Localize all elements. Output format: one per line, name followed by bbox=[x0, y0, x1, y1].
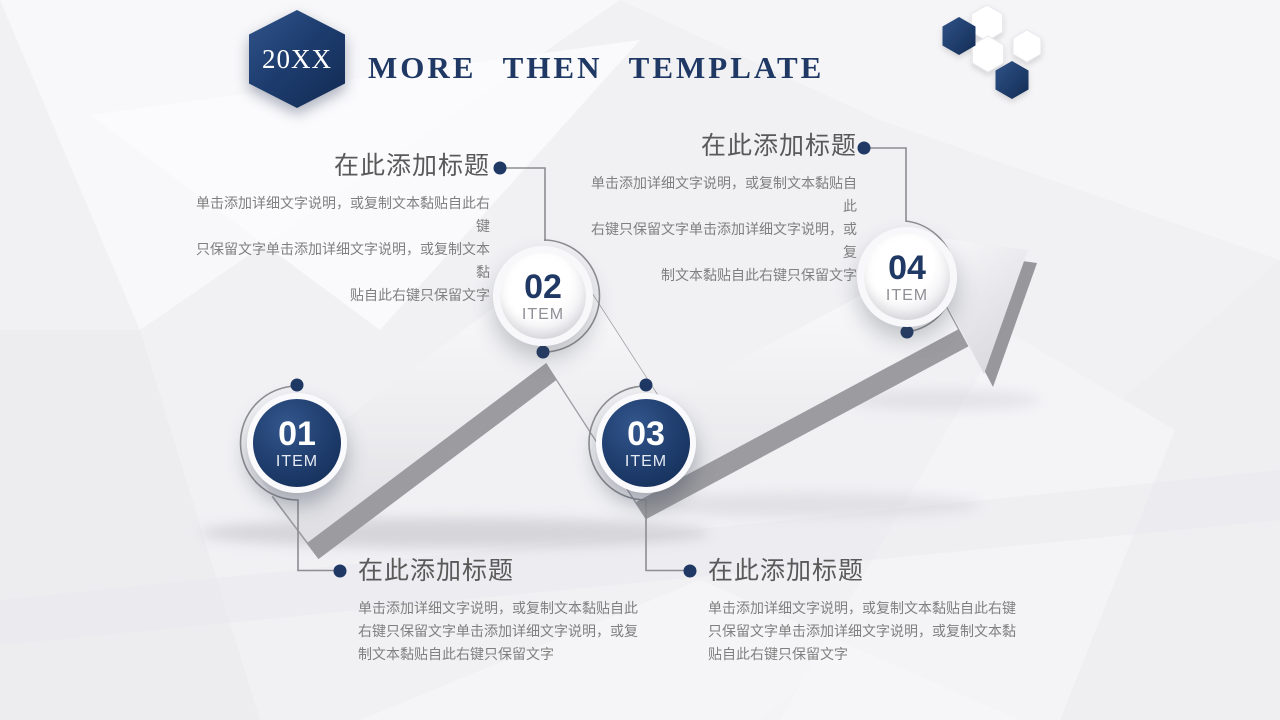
hexagon-cluster-decoration bbox=[942, 4, 1042, 99]
node-02[interactable]: 02 ITEM bbox=[493, 246, 593, 346]
node-number: 02 bbox=[524, 267, 562, 306]
text-block-top-right[interactable]: 在此添加标题 单击添加详细文字说明，或复制文本黏贴自此 右键只保留文字单击添加详… bbox=[585, 131, 857, 287]
node-number: 04 bbox=[888, 248, 926, 287]
block-body: 单击添加详细文字说明，或复制文本黏贴自此 右键只保留文字单击添加详细文字说明，或… bbox=[585, 172, 857, 287]
body-line: 制文本黏贴自此右键只保留文字 bbox=[358, 646, 554, 662]
body-line: 制文本黏贴自此右键只保留文字 bbox=[661, 267, 857, 283]
body-line: 只保留文字单击添加详细文字说明，或复制文本黏 bbox=[708, 623, 1016, 639]
node-label: ITEM bbox=[624, 452, 668, 470]
node-01[interactable]: 01 ITEM bbox=[247, 393, 347, 493]
node-label: ITEM bbox=[275, 452, 319, 470]
body-line: 右键只保留文字单击添加详细文字说明，或复 bbox=[591, 221, 857, 260]
text-block-bottom-right[interactable]: 在此添加标题 单击添加详细文字说明，或复制文本黏贴自此右键 只保留文字单击添加详… bbox=[708, 556, 1024, 666]
text-block-top-left[interactable]: 在此添加标题 单击添加详细文字说明，或复制文本黏贴自此右键 只保留文字单击添加详… bbox=[186, 151, 490, 307]
body-line: 单击添加详细文字说明，或复制文本黏贴自此 bbox=[591, 175, 857, 214]
badge-year-text: 20XX bbox=[262, 43, 332, 74]
node-number: 03 bbox=[627, 414, 665, 453]
node-number: 01 bbox=[278, 414, 316, 453]
body-line: 贴自此右键只保留文字 bbox=[350, 287, 490, 303]
connector-dots bbox=[290, 141, 914, 578]
block-body: 单击添加详细文字说明，或复制文本黏贴自此右键 只保留文字单击添加详细文字说明，或… bbox=[708, 597, 1024, 666]
node-03[interactable]: 03 ITEM bbox=[596, 393, 696, 493]
block-title: 在此添加标题 bbox=[700, 132, 857, 160]
block-body: 单击添加详细文字说明，或复制文本黏贴自此右键 只保留文字单击添加详细文字说明，或… bbox=[186, 192, 490, 307]
year-hexagon-badge: 20XX bbox=[249, 10, 345, 108]
body-line: 单击添加详细文字说明，或复制文本黏贴自此右键 bbox=[708, 600, 1016, 616]
body-line: 只保留文字单击添加详细文字说明，或复制文本黏 bbox=[196, 241, 490, 280]
hexagon-icon: 20XX bbox=[249, 10, 345, 108]
block-body: 单击添加详细文字说明，或复制文本黏贴自此 右键只保留文字单击添加详细文字说明，或… bbox=[358, 597, 658, 666]
node-label: ITEM bbox=[521, 305, 565, 323]
text-block-bottom-left[interactable]: 在此添加标题 单击添加详细文字说明，或复制文本黏贴自此 右键只保留文字单击添加详… bbox=[358, 556, 658, 666]
block-title: 在此添加标题 bbox=[358, 557, 515, 585]
node-label: ITEM bbox=[885, 286, 929, 304]
body-line: 右键只保留文字单击添加详细文字说明，或复 bbox=[358, 623, 638, 639]
body-line: 贴自此右键只保留文字 bbox=[708, 646, 848, 662]
node-04[interactable]: 04 ITEM bbox=[857, 227, 957, 327]
block-title: 在此添加标题 bbox=[708, 557, 865, 585]
body-line: 单击添加详细文字说明，或复制文本黏贴自此右键 bbox=[196, 195, 490, 234]
slide-title: MORE THEN TEMPLATE bbox=[368, 50, 825, 85]
body-line: 单击添加详细文字说明，或复制文本黏贴自此 bbox=[358, 600, 638, 616]
block-title: 在此添加标题 bbox=[333, 152, 490, 180]
